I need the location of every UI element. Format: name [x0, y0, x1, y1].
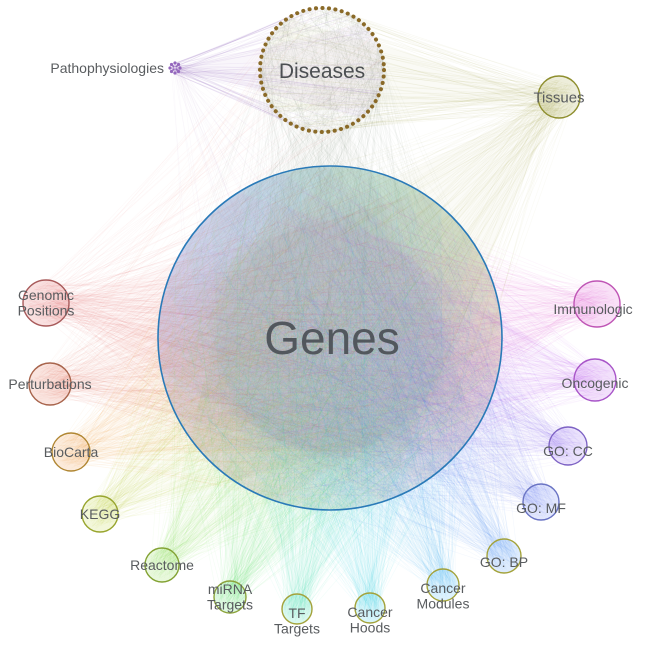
edges-tissues-to-genes	[162, 79, 577, 507]
node-biocarta[interactable]	[51, 432, 91, 472]
diseases-label: Diseases	[279, 60, 365, 83]
edge-fans	[46, 18, 598, 609]
node-cancer-hoods[interactable]	[354, 592, 386, 624]
fan-kegg	[100, 166, 502, 514]
node-go-bp[interactable]	[486, 538, 522, 574]
genes-area	[158, 166, 502, 510]
node-kegg-label: KEGG	[80, 506, 120, 522]
edges-go-mf-to-genes	[159, 170, 556, 517]
node-immunologic-label: Immunologic	[553, 301, 632, 317]
diseases-node[interactable]	[258, 6, 386, 134]
edges-immunologic-to-genes	[162, 173, 616, 497]
edges-pathophysiologies-to-genes	[169, 61, 487, 493]
node-tissues[interactable]	[537, 75, 581, 119]
node-oncogenic[interactable]	[573, 358, 617, 402]
fan-tissues	[158, 97, 559, 510]
fan-biocarta	[71, 166, 502, 452]
node-go-mf[interactable]	[522, 483, 560, 521]
node-immunologic[interactable]	[573, 280, 621, 328]
edges-reactome-to-genes	[147, 180, 499, 579]
fan-oncogenic	[158, 172, 595, 481]
edges-pathophysiologies-to-diseases	[169, 7, 385, 133]
node-reactome[interactable]	[144, 547, 180, 583]
node-cancer-modules[interactable]	[426, 568, 460, 602]
node-tissues-label: Tissues	[533, 89, 584, 106]
edges-cancer-hoods-to-genes	[161, 169, 492, 621]
fan-tissues	[260, 18, 559, 113]
node-pathophysiologies-label: Pathophysiologies	[50, 60, 164, 76]
fan-genomic-positions	[46, 192, 502, 502]
edges-tf-targets-to-genes	[168, 170, 500, 622]
node-pathophysiologies[interactable]	[168, 61, 182, 75]
edges-biocarta-to-genes	[55, 169, 497, 505]
node-kegg[interactable]	[81, 495, 119, 533]
node-go-cc[interactable]	[548, 426, 588, 466]
edge-lines	[27, 7, 616, 622]
edges-kegg-to-genes	[84, 172, 498, 529]
edges-go-cc-to-genes	[182, 186, 584, 504]
node-perturbations-label: Perturbations	[8, 376, 91, 392]
genes-node[interactable]	[157, 165, 503, 511]
fan-tf-targets	[184, 166, 494, 609]
node-perturbations[interactable]	[28, 362, 72, 406]
edges-mirna-targets-to-genes	[168, 181, 490, 611]
node-go-mf-label: GO: MF	[516, 500, 566, 516]
edges-go-bp-to-genes	[164, 172, 518, 571]
edges-diseases-to-diseases	[259, 7, 385, 133]
genes-label: Genes	[264, 312, 400, 364]
node-oncogenic-label: Oncogenic	[562, 375, 629, 391]
node-tf-targets[interactable]	[281, 593, 313, 625]
fan-cancer-modules	[158, 166, 443, 585]
fan-cancer-hoods	[165, 166, 474, 608]
node-reactome-label: Reactome	[130, 557, 194, 573]
fan-reactome	[162, 166, 502, 565]
node-mirna-targets[interactable]	[213, 580, 247, 614]
fan-go-cc	[158, 166, 568, 450]
node-go-bp-label: GO: BP	[480, 554, 528, 570]
fan-go-bp	[158, 166, 504, 556]
fan-pathophysiologies	[175, 23, 384, 119]
fan-immunologic	[158, 192, 598, 502]
edges-diseases-to-genes	[160, 7, 500, 506]
fan-perturbations	[50, 172, 502, 480]
edges-genomic-positions-to-genes	[27, 168, 488, 492]
edges-genomic-positions-to-diseases	[27, 12, 384, 318]
fan-go-mf	[158, 166, 542, 502]
node-biocarta-label: BioCarta	[44, 444, 99, 460]
node-genomic-positions[interactable]	[22, 279, 70, 327]
edges-cancer-modules-to-genes	[170, 167, 497, 597]
edges-perturbations-to-genes	[32, 167, 493, 499]
fan-mirna-targets	[210, 166, 502, 597]
node-go-cc-label: GO: CC	[543, 443, 593, 459]
edges-oncogenic-to-genes	[164, 171, 613, 502]
